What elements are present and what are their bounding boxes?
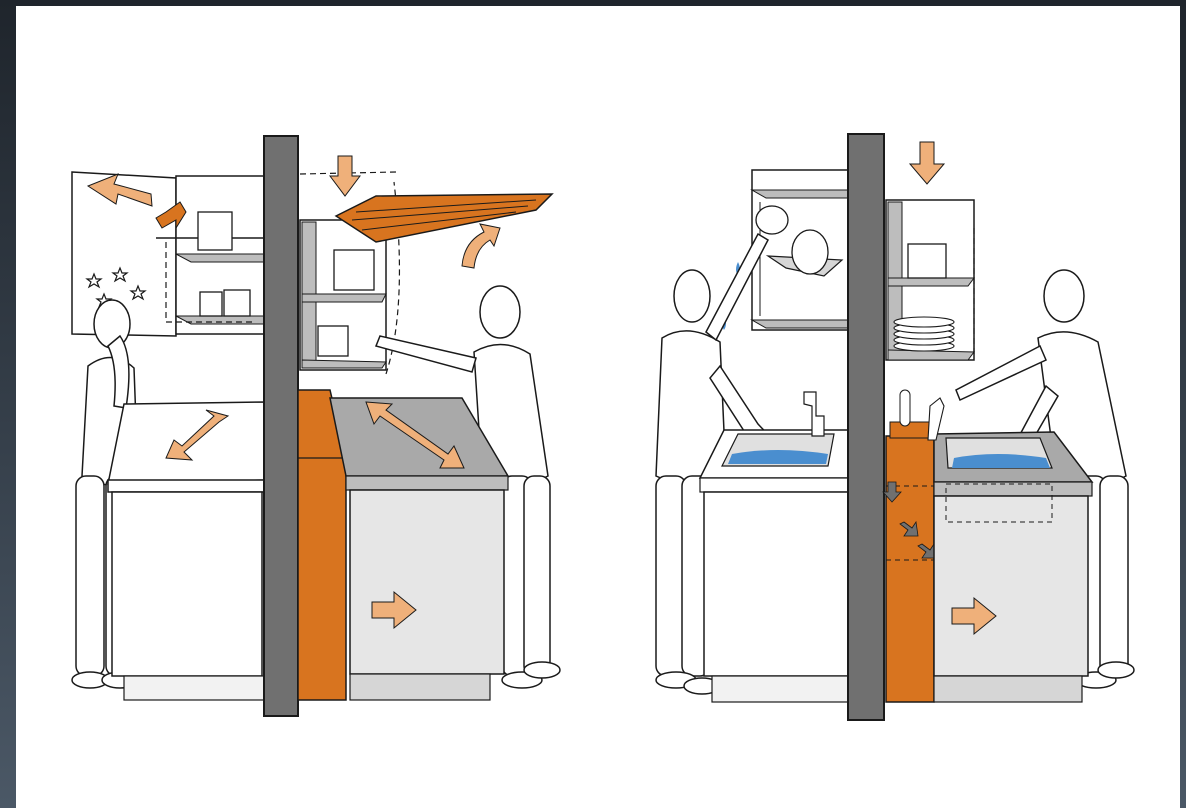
right-scene — [656, 134, 1134, 720]
lift-up-door-icon — [336, 194, 552, 242]
lift-down-arrow — [330, 156, 360, 196]
box-icon — [198, 212, 232, 250]
box-icon — [224, 290, 250, 316]
sink-icon — [700, 392, 848, 702]
kitchen-ergonomics-diagram — [16, 6, 1180, 808]
illustration-panel — [16, 6, 1180, 808]
left-scene — [72, 136, 560, 716]
box-icon — [318, 326, 348, 356]
plate-shelf-cabinet — [886, 200, 974, 360]
box-icon — [334, 250, 374, 290]
lift-up-arrow — [462, 224, 500, 268]
plate-stack-icon — [894, 317, 954, 351]
pull-out-drawer-icon — [350, 490, 504, 674]
box-icon — [200, 292, 222, 316]
wall-section — [848, 134, 884, 720]
dish-drainer-cabinet-icon — [752, 170, 848, 330]
box-icon — [908, 244, 946, 278]
wall-section — [264, 136, 298, 716]
reach-down-arrow — [910, 142, 944, 184]
